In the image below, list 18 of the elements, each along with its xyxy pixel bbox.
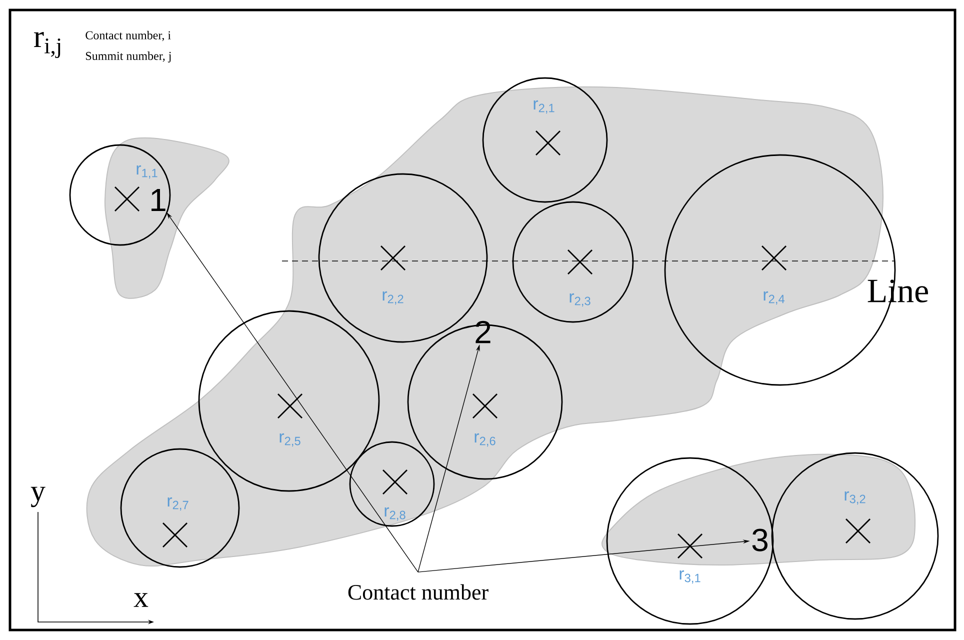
- contact-number: 3: [752, 528, 768, 552]
- radius-label: r$_{2,3}$: [570, 293, 590, 307]
- radius-label: r$_{2,7}$: [168, 497, 188, 511]
- contact-number: 1: [152, 189, 166, 211]
- radius-label: r$_{3,1}$: [680, 570, 700, 584]
- radius-label: r$_{2,6}$: [474, 433, 496, 447]
- radius-label: r$_{1,1}$: [136, 165, 158, 179]
- legend-note: Contact number, i: [86, 30, 171, 42]
- index-symbol: r$_{i,j}$: [34, 32, 60, 58]
- axis-label: y: [30, 486, 46, 508]
- radius-label: r$_{3,2}$: [844, 491, 866, 505]
- radius-label: r$_{2,4}$: [764, 291, 785, 305]
- radius-label: r$_{2,8}$: [384, 507, 406, 521]
- legend-note: Summit number, j: [86, 52, 171, 62]
- caption-text: Contact number: [348, 584, 488, 600]
- radius-label: r$_{2,5}$: [280, 433, 300, 447]
- radius-label: r$_{2,1}$: [534, 100, 554, 114]
- radius-label: r$_{2,2}$: [382, 291, 404, 305]
